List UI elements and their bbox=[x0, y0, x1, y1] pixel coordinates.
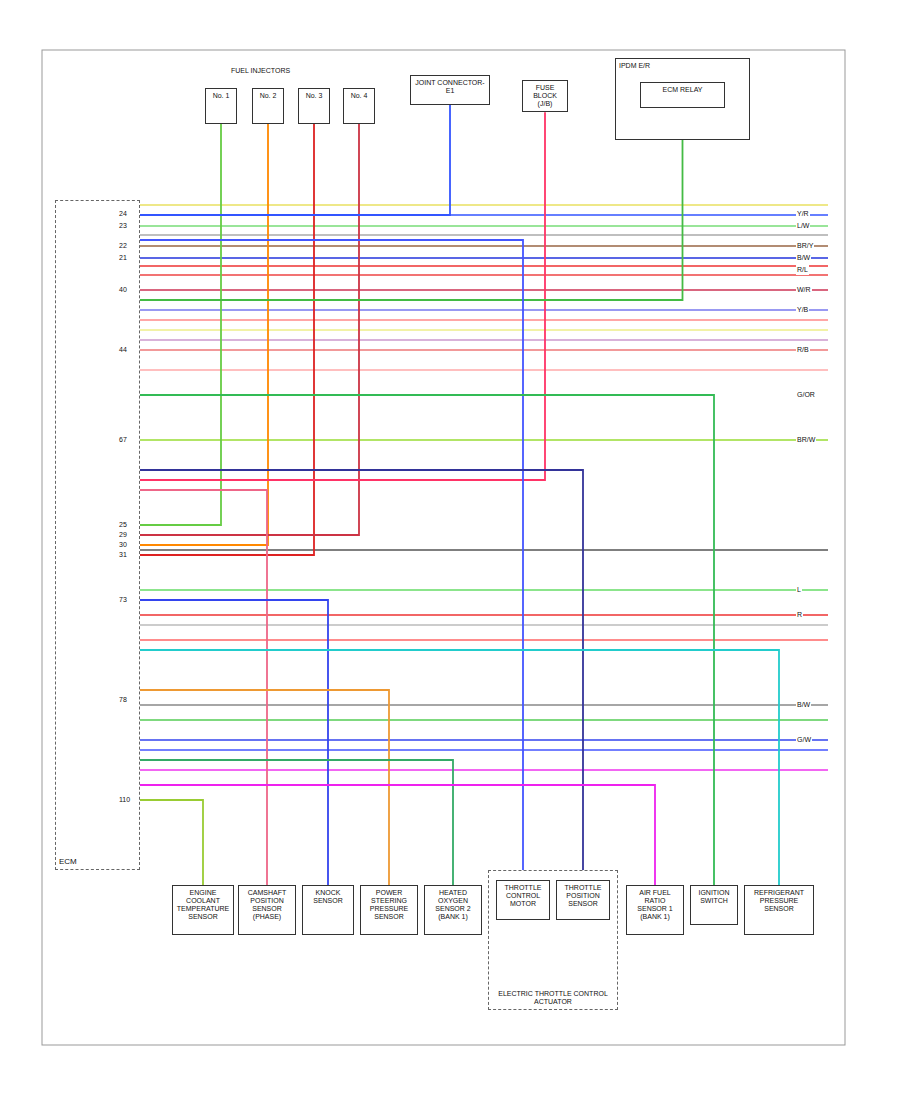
pin-number: 67 bbox=[118, 435, 128, 445]
wire bbox=[140, 490, 267, 885]
component-label: THROTTLE POSITION SENSOR bbox=[560, 884, 606, 908]
pin-number: 30 bbox=[118, 540, 128, 550]
frame bbox=[42, 50, 845, 1045]
component-label: No. 4 bbox=[347, 92, 371, 100]
pin-number: 31 bbox=[118, 550, 128, 560]
component-box: JOINT CONNECTOR-E1 bbox=[410, 75, 490, 105]
pin-number: 23 bbox=[118, 221, 128, 231]
component-label: JOINT CONNECTOR-E1 bbox=[414, 79, 486, 95]
component-label: No. 1 bbox=[209, 92, 233, 100]
wire-color: BR/W bbox=[796, 435, 816, 445]
pin-number: 40 bbox=[118, 285, 128, 295]
component-box: No. 2 bbox=[252, 88, 284, 124]
wire bbox=[140, 690, 389, 885]
wire-color: Y/B bbox=[796, 305, 809, 315]
wire-color: R/B bbox=[796, 345, 810, 355]
wire-color: R bbox=[796, 610, 803, 620]
component-label: AIR FUEL RATIO SENSOR 1 (BANK 1) bbox=[630, 889, 680, 921]
pin-number: 78 bbox=[118, 695, 128, 705]
wire bbox=[140, 600, 328, 885]
component-box: THROTTLE POSITION SENSOR bbox=[556, 880, 610, 920]
component-label: IGNITION SWITCH bbox=[694, 889, 734, 905]
wire bbox=[140, 124, 268, 545]
component-box: ENGINE COOLANT TEMPERATURE SENSOR bbox=[172, 885, 234, 935]
wire bbox=[140, 395, 714, 885]
component-label: POWER STEERING PRESSURE SENSOR bbox=[364, 889, 414, 921]
component-label: THROTTLE CONTROL MOTOR bbox=[500, 884, 546, 908]
component-label: ENGINE COOLANT TEMPERATURE SENSOR bbox=[176, 889, 230, 921]
pin-number: 73 bbox=[118, 595, 128, 605]
wire bbox=[140, 240, 523, 880]
wire bbox=[140, 112, 545, 480]
pin-number: 25 bbox=[118, 520, 128, 530]
component-label: ECM RELAY bbox=[644, 86, 721, 94]
component-label: REFRIGERANT PRESSURE SENSOR bbox=[748, 889, 810, 913]
component-label: ELECTRIC THROTTLE CONTROL ACTUATOR bbox=[492, 990, 614, 1006]
wire bbox=[140, 650, 779, 885]
group-label: FUEL INJECTORS bbox=[230, 66, 291, 76]
wire bbox=[140, 760, 453, 885]
component-box: No. 3 bbox=[298, 88, 330, 124]
component-box: AIR FUEL RATIO SENSOR 1 (BANK 1) bbox=[626, 885, 684, 935]
component-label: FUSE BLOCK (J/B) bbox=[526, 84, 564, 108]
component-box: IPDM E/R ECM RELAY bbox=[615, 58, 750, 140]
wire-color: G/W bbox=[796, 735, 812, 745]
wire-color: W/R bbox=[796, 285, 812, 295]
pin-number: 24 bbox=[118, 209, 128, 219]
component-box: KNOCK SENSOR bbox=[302, 885, 354, 935]
wire-color: B/W bbox=[796, 253, 811, 263]
component-label: ECM bbox=[59, 857, 77, 866]
component-box: ECM RELAY bbox=[640, 82, 725, 108]
component-box: IGNITION SWITCH bbox=[690, 885, 738, 925]
wire-color: B/W bbox=[796, 700, 811, 710]
component-label: No. 2 bbox=[256, 92, 280, 100]
component-box: No. 4 bbox=[343, 88, 375, 124]
component-label: KNOCK SENSOR bbox=[306, 889, 350, 905]
pin-number: 110 bbox=[118, 795, 131, 805]
component-box: REFRIGERANT PRESSURE SENSOR bbox=[744, 885, 814, 935]
wire bbox=[140, 470, 583, 880]
component-box: ELECTRIC THROTTLE CONTROL ACTUATOR THROTT… bbox=[488, 870, 618, 1010]
pin-number: 22 bbox=[118, 241, 128, 251]
component-label: HEATED OXYGEN SENSOR 2 (BANK 1) bbox=[428, 889, 478, 921]
component-box: THROTTLE CONTROL MOTOR bbox=[496, 880, 550, 920]
wire-color: R/L bbox=[796, 265, 809, 275]
component-label: CAMSHAFT POSITION SENSOR (PHASE) bbox=[242, 889, 292, 921]
component-label: IPDM E/R bbox=[619, 62, 746, 70]
component-box: No. 1 bbox=[205, 88, 237, 124]
wire bbox=[140, 800, 203, 885]
component-box: FUSE BLOCK (J/B) bbox=[522, 80, 568, 112]
wire bbox=[140, 105, 450, 215]
wire-color: Y/R bbox=[796, 209, 810, 219]
pin-number: 44 bbox=[118, 345, 128, 355]
component-box: HEATED OXYGEN SENSOR 2 (BANK 1) bbox=[424, 885, 482, 935]
wire-color: L/W bbox=[796, 221, 810, 231]
wire bbox=[140, 108, 683, 300]
wire bbox=[140, 124, 359, 535]
component-label: No. 3 bbox=[302, 92, 326, 100]
wire bbox=[140, 124, 221, 525]
wire-color: L bbox=[796, 585, 802, 595]
wire-color: G/OR bbox=[796, 390, 816, 400]
wires bbox=[140, 205, 828, 770]
component-box: POWER STEERING PRESSURE SENSOR bbox=[360, 885, 418, 935]
wire-color: BR/Y bbox=[796, 241, 814, 251]
pin-number: 29 bbox=[118, 530, 128, 540]
pin-number: 21 bbox=[118, 253, 128, 263]
component-box: CAMSHAFT POSITION SENSOR (PHASE) bbox=[238, 885, 296, 935]
